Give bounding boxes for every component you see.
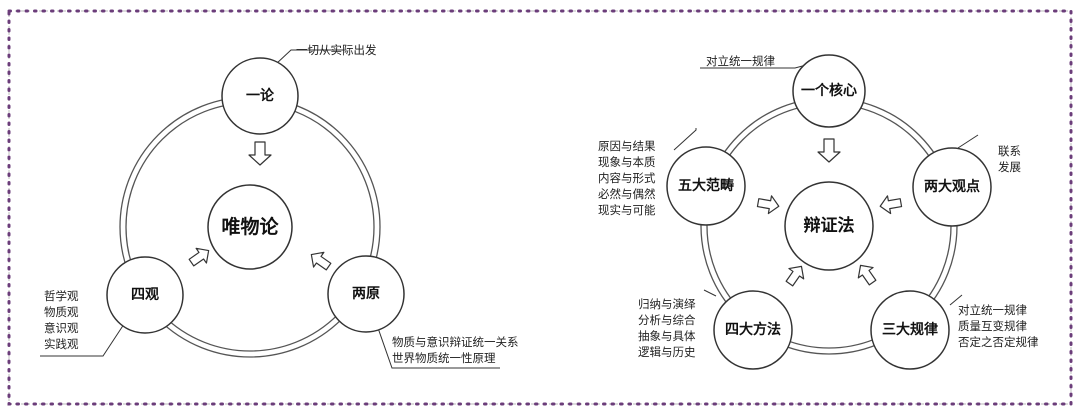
right-bottom-right-note: 对立统一规律 质量互变规律 否定之否定规律 xyxy=(958,302,1039,350)
right-diagram: 辩证法 一个核心 五大范畴 两大观点 四大方法 三大规律 xyxy=(666,54,992,370)
left-arrow-left-up-icon xyxy=(310,251,332,271)
right-arrow-from-bottom-right-icon xyxy=(857,264,877,286)
left-center-label: 唯物论 xyxy=(221,215,279,238)
left-arrow-right-up-icon xyxy=(188,247,210,267)
right-right-note-line: 联系 xyxy=(998,144,1021,158)
right-center-circle xyxy=(784,181,874,271)
right-left-note-line: 现实与可能 xyxy=(598,203,656,217)
right-bottom-right-node xyxy=(870,290,950,370)
right-left-note-line: 现象与本质 xyxy=(598,155,656,169)
left-left-leader xyxy=(40,317,129,357)
right-arrow-from-right-icon xyxy=(879,195,903,215)
left-left-note-line: 意识观 xyxy=(44,321,79,335)
left-top-label: 一论 xyxy=(246,87,275,104)
right-bottom-left-note: 归纳与演绎 分析与综合 抽象与具体 逻辑与历史 xyxy=(638,296,696,360)
right-right-leader xyxy=(957,134,979,149)
left-right-node xyxy=(327,255,405,333)
right-arrow-from-bottom-left-icon xyxy=(785,265,805,287)
left-left-note-line: 实践观 xyxy=(44,337,79,351)
right-bottom-left-leader xyxy=(703,289,717,297)
left-top-node xyxy=(221,57,299,135)
left-arrow-down-icon xyxy=(248,141,272,166)
right-bottom-right-note-line: 否定之否定规律 xyxy=(958,335,1039,349)
left-right-note: 物质与意识辩证统一关系 世界物质统一性原理 xyxy=(392,334,519,366)
left-left-note-line: 哲学观 xyxy=(44,289,79,303)
right-bottom-left-note-line: 抽象与具体 xyxy=(638,329,696,343)
right-left-node xyxy=(666,146,746,226)
right-top-note: 对立统一规律 xyxy=(706,54,775,68)
right-right-note-line: 发展 xyxy=(998,160,1021,174)
right-bottom-right-label: 三大规律 xyxy=(882,321,938,338)
left-diagram: 唯物论 一论 四观 两原 xyxy=(40,49,500,369)
left-top-leader xyxy=(275,49,345,65)
right-left-note-line: 必然与偶然 xyxy=(598,187,656,201)
left-left-note: 哲学观 物质观 意识观 实践观 xyxy=(44,288,79,352)
decorative-frame xyxy=(6,8,1074,407)
left-left-node xyxy=(106,256,184,334)
left-right-note-line: 物质与意识辩证统一关系 xyxy=(392,335,519,349)
right-left-note: 原因与结果 现象与本质 内容与形式 必然与偶然 现实与可能 xyxy=(598,138,656,218)
right-left-note-line: 原因与结果 xyxy=(598,139,656,153)
right-left-leader xyxy=(673,128,697,151)
left-left-note-line: 物质观 xyxy=(44,305,79,319)
right-bottom-left-node xyxy=(713,290,793,370)
left-top-note: 一切从实际出发 xyxy=(296,43,377,57)
right-bottom-left-note-line: 逻辑与历史 xyxy=(638,345,696,359)
right-arrow-from-left-icon xyxy=(756,195,780,215)
right-bottom-right-note-line: 质量互变规律 xyxy=(958,319,1027,333)
right-bottom-left-label: 四大方法 xyxy=(725,321,781,338)
right-left-note-line: 内容与形式 xyxy=(598,171,656,185)
right-bottom-right-leader xyxy=(949,294,963,306)
right-bottom-right-note-line: 对立统一规律 xyxy=(958,303,1027,317)
left-right-note-line: 世界物质统一性原理 xyxy=(392,351,496,365)
right-top-node xyxy=(792,54,866,128)
right-bottom-left-note-line: 归纳与演绎 xyxy=(638,297,696,311)
left-left-label: 四观 xyxy=(131,287,159,303)
right-arrow-down-icon xyxy=(817,138,841,163)
right-top-label: 一个核心 xyxy=(801,82,857,99)
right-bottom-left-note-line: 分析与综合 xyxy=(638,313,696,327)
right-right-note: 联系 发展 xyxy=(998,143,1021,175)
right-center-label: 辩证法 xyxy=(804,215,855,236)
left-center-circle xyxy=(207,184,293,270)
left-right-leader xyxy=(377,327,500,369)
right-left-label: 五大范畴 xyxy=(678,177,734,194)
left-right-label: 两原 xyxy=(352,286,380,302)
right-right-label: 两大观点 xyxy=(924,178,980,195)
right-right-node xyxy=(912,147,992,227)
